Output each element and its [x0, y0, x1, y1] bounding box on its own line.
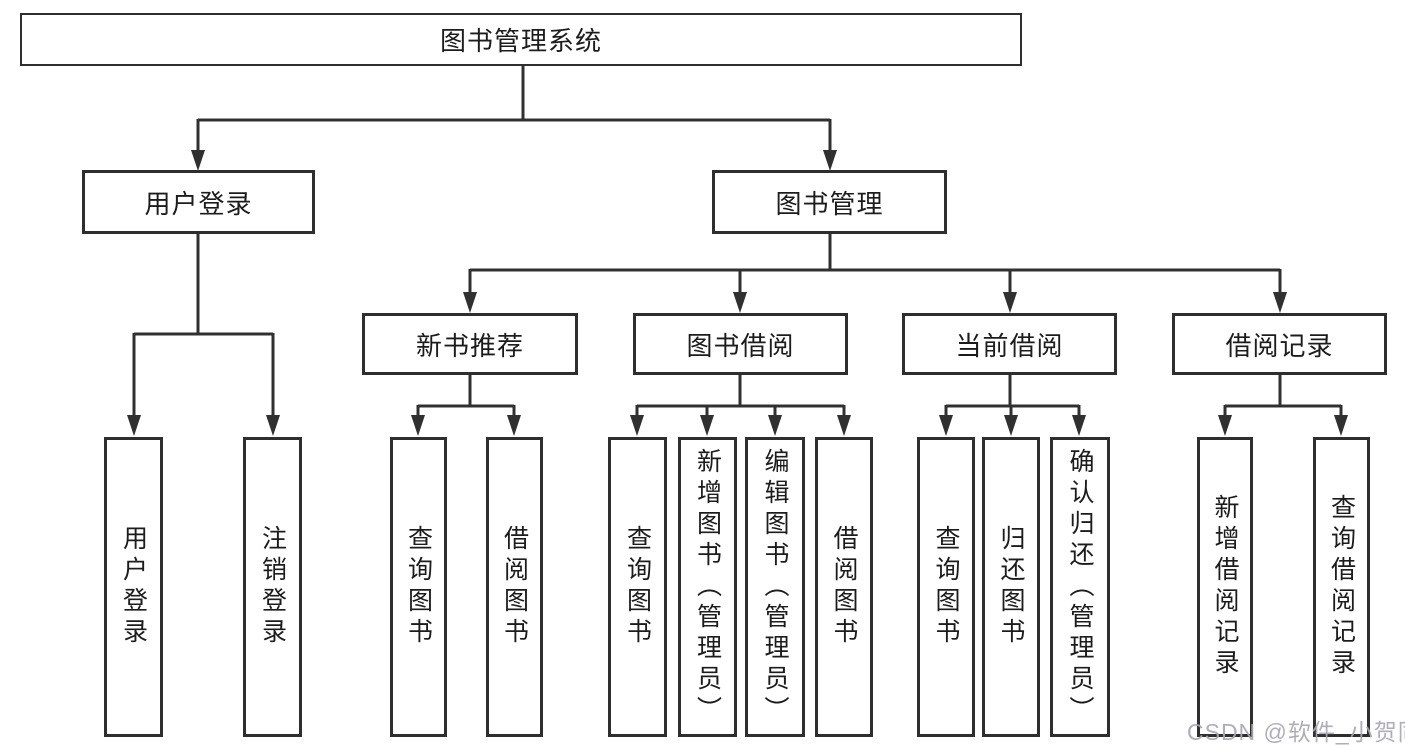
leaf-return-books: 归还图书 — [982, 437, 1040, 737]
leaf-logout: 注销登录 — [243, 437, 302, 737]
leaf-confirm-return-admin: 确认归还（管理员） — [1050, 437, 1110, 737]
leaf-query-books-borrow: 查询图书 — [608, 437, 667, 737]
node-book-management: 图书管理 — [712, 170, 947, 234]
node-user-login: 用户登录 — [82, 170, 315, 234]
leaf-query-books-current: 查询图书 — [917, 437, 975, 737]
leaf-user-login: 用户登录 — [104, 437, 163, 737]
node-borrow-records: 借阅记录 — [1172, 313, 1387, 375]
leaf-borrow-books: 借阅图书 — [815, 437, 873, 737]
csdn-watermark: CSDN @软件_小贺同学 — [1187, 719, 1405, 745]
leaf-add-books-admin: 新增图书（管理员） — [678, 437, 737, 737]
leaf-add-borrow-record: 新增借阅记录 — [1197, 437, 1253, 737]
node-library-system: 图书管理系统 — [20, 13, 1022, 66]
node-current-borrow: 当前借阅 — [902, 313, 1117, 375]
leaf-query-books-recommend: 查询图书 — [390, 437, 447, 737]
node-new-book-recommend: 新书推荐 — [362, 313, 578, 375]
leaf-edit-books-admin: 编辑图书（管理员） — [745, 437, 805, 737]
leaf-borrow-books-recommend: 借阅图书 — [486, 437, 543, 737]
leaf-query-borrow-record: 查询借阅记录 — [1313, 437, 1370, 737]
node-book-borrow: 图书借阅 — [633, 313, 848, 375]
